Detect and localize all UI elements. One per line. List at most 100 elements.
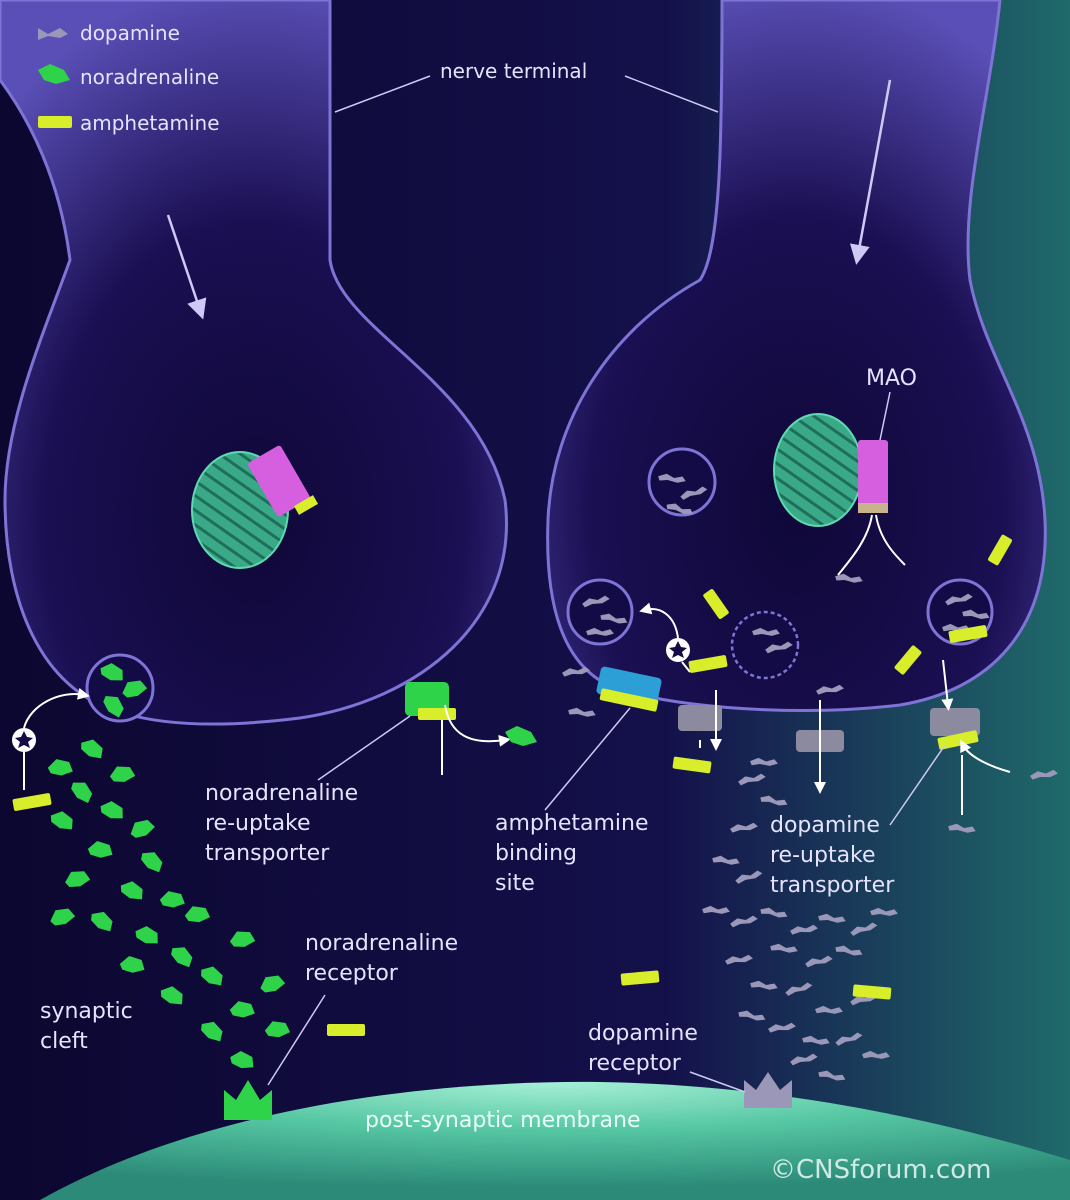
dopamine-molecule — [785, 982, 813, 996]
mao-amphetamine-bound-left — [293, 495, 319, 515]
noradrenaline-molecule — [120, 881, 143, 900]
noradrenaline-molecule — [109, 766, 136, 782]
impulse-arrow-right — [849, 79, 892, 265]
amphetamine-molecules — [12, 534, 1012, 1036]
dopamine-molecule — [738, 773, 766, 786]
noradrenaline-molecule — [230, 1051, 254, 1069]
da-receptor-pointer — [689, 1071, 746, 1093]
amphetamine-molecule — [688, 655, 728, 673]
legend-amphetamine: amphetamine — [38, 111, 220, 135]
dopamine-molecule — [760, 907, 788, 918]
dopamine-molecule — [666, 503, 693, 515]
dopamine-molecule — [850, 922, 878, 936]
noradrenaline-molecule — [50, 811, 73, 830]
na-receptor-label: noradrenaline receptor — [305, 931, 465, 986]
noradrenaline-molecule — [201, 1021, 223, 1042]
legend-dopamine: dopamine — [38, 21, 180, 45]
mao-breakdown-paths — [837, 514, 906, 576]
exocytosis-arrow-left — [23, 687, 90, 729]
da-receptor-label: dopamine receptor — [588, 1021, 705, 1076]
legend: dopamine noradrenaline amphetamine — [38, 21, 220, 135]
dopamine-molecule — [870, 907, 898, 916]
dopamine-molecule — [658, 473, 686, 483]
right-nerve-terminal — [546, 0, 1047, 712]
noradrenaline-molecule — [135, 926, 158, 944]
dopamine-molecule — [945, 593, 973, 606]
legend-noradrenaline: noradrenaline — [38, 64, 219, 89]
noradrenaline-molecule — [229, 1001, 255, 1018]
exocytosis-arrow-right — [639, 602, 679, 639]
mao-enzyme-right — [858, 440, 888, 505]
amph-binding-pointer — [544, 707, 631, 811]
dopamine-molecule — [600, 613, 628, 624]
noradrenaline-molecule — [160, 986, 183, 1005]
amphetamine-molecule — [620, 970, 660, 986]
dopamine-molecule — [582, 595, 610, 608]
dopamine-molecule — [725, 954, 753, 965]
noradrenaline-molecule — [50, 908, 76, 926]
noradrenaline-molecule — [81, 739, 103, 759]
amphetamine-molecule — [327, 1024, 365, 1036]
noradrenaline-molecule — [130, 819, 155, 838]
amphetamine-molecule — [12, 793, 52, 811]
post-synaptic-label: post-synaptic membrane — [365, 1108, 641, 1133]
dopamine-molecule — [730, 915, 758, 928]
dopamine-transport-arrows — [699, 659, 1011, 815]
amphetamine-molecule — [894, 645, 922, 675]
dopamine-molecule — [790, 924, 818, 935]
vesicle-right-1 — [647, 447, 717, 517]
post-synaptic-membrane — [40, 1081, 1070, 1200]
dopamine-molecule — [770, 943, 798, 953]
noradrenaline-escaped — [505, 726, 537, 746]
dopamine-molecule — [835, 573, 863, 583]
dopamine-molecule — [765, 641, 793, 654]
dopamine-molecule — [768, 1022, 796, 1033]
legend-dopamine-label: dopamine — [80, 21, 180, 45]
noradrenaline-molecule — [264, 1021, 291, 1038]
legend-noradrenaline-label: noradrenaline — [80, 65, 219, 89]
noradrenaline-molecule — [71, 782, 93, 803]
na-transporter-label: noradrenaline re-uptake transporter — [205, 781, 365, 866]
noradrenaline-molecule — [100, 663, 123, 681]
noradrenaline-molecule — [171, 947, 193, 968]
nerve-terminal-label: nerve terminal — [440, 59, 587, 83]
noradrenaline-molecule — [184, 906, 211, 923]
dopamine-molecule — [702, 905, 730, 914]
mao-pointer — [879, 391, 891, 441]
dopamine-molecule — [790, 1053, 818, 1066]
amphetamine-binding-site — [596, 666, 662, 712]
dopamine-molecule — [680, 486, 708, 500]
noradrenaline-molecule — [229, 931, 256, 947]
dopamine-molecule — [586, 627, 614, 636]
dopamine-molecule — [735, 870, 763, 884]
synaptic-cleft-label: synaptic cleft — [40, 999, 140, 1054]
noradrenaline-molecule — [103, 696, 124, 718]
dopamine-molecule — [948, 823, 976, 833]
dopamine-receptor — [744, 1072, 792, 1108]
dopamine-molecule — [862, 1050, 890, 1059]
amph-binding-label: amphetamine binding site — [495, 811, 655, 896]
noradrenaline-molecule — [91, 911, 113, 932]
amphetamine-molecule — [703, 589, 729, 619]
noradrenaline-molecule — [260, 975, 286, 993]
nerve-terminal-pointer-left — [334, 75, 431, 113]
exocytosis-star-right — [669, 641, 687, 658]
amphetamine-molecule — [948, 625, 988, 643]
noradrenaline-molecule — [122, 680, 148, 698]
noradrenaline-molecule — [119, 956, 145, 973]
dopamine-molecule — [562, 666, 590, 677]
noradrenaline-molecule — [65, 871, 91, 888]
noradrenaline-molecule — [87, 841, 113, 858]
dopamine-molecule — [835, 945, 863, 956]
vesicle-right-3 — [730, 610, 800, 680]
dopamine-molecule — [835, 1032, 863, 1046]
noradrenaline-molecules — [47, 739, 291, 1069]
dopamine-molecule — [730, 822, 758, 833]
dopamine-molecule — [815, 1005, 843, 1014]
copyright-label: ©CNSforum.com — [770, 1155, 991, 1185]
dopamine-molecule — [760, 795, 788, 806]
noradrenaline-molecule — [47, 759, 73, 776]
dopamine-molecule — [750, 980, 778, 990]
mitochondrion-right — [773, 413, 863, 527]
